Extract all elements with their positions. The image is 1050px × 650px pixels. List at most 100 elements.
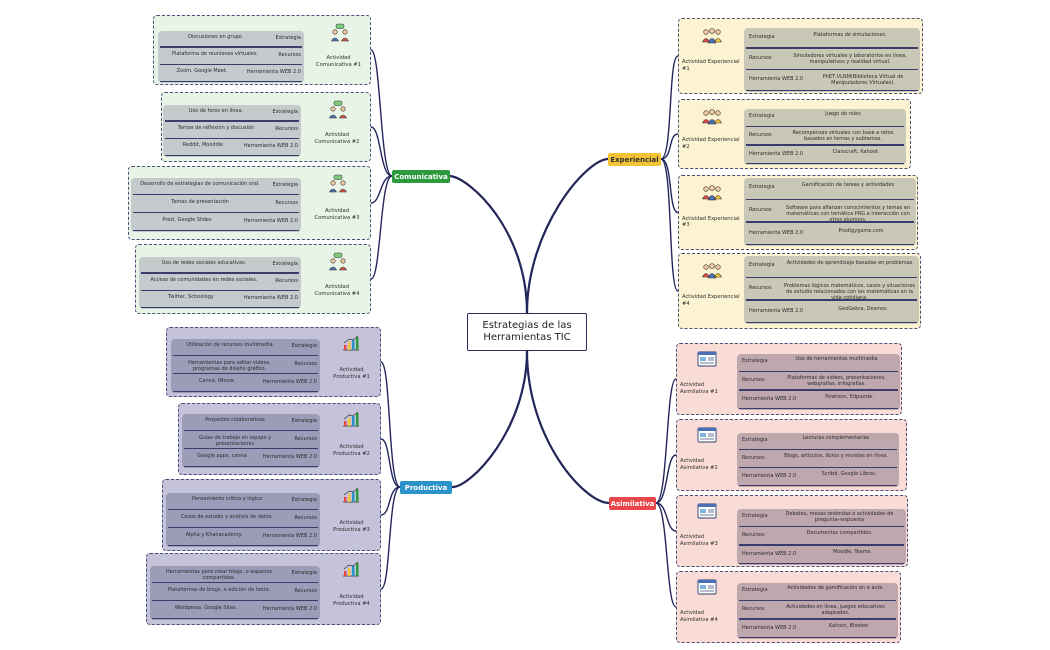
row-label-recursos: Recursos [749,285,772,291]
row-underline [739,485,897,487]
activity-details-comunicativa-1 [158,31,304,83]
link-branch-card [660,55,679,160]
row-value-estrategia: Gamificación de tareas y actividades [801,182,895,189]
row-value-estrategia: Herramientas para crear blogs, o espacio… [165,569,273,581]
row-value-recursos: Software para afianzar conocimientos y t… [785,205,911,223]
row-underline [746,221,914,223]
row-value-recursos: Blogs, artículos, libros y revistas en l… [784,453,888,459]
row-underline [746,47,918,49]
row-underline [739,449,897,451]
activity-details-experiencial-4 [744,256,919,324]
row-value-herramienta: Prodigygame.com [838,227,884,234]
team-icon [702,28,722,44]
row-underline [739,544,904,546]
activity-name: Actividad Comunicativa #3 [314,208,360,221]
row-value-herramienta: Kahoot, Blooket [828,622,869,629]
row-underline [165,120,299,122]
row-label-estrategia: Estrategia [749,262,775,269]
activity-details-productiva-4 [150,566,320,620]
row-value-recursos: Simuladores virtuales y laboratorios en … [793,53,907,65]
row-underline [739,467,897,469]
row-value-recursos: Acceso de comunidades en redes sociales. [150,277,258,283]
row-underline [739,563,904,565]
row-label-recursos: Recursos [294,515,317,521]
link-center-asimilativa [525,349,611,505]
row-value-herramienta: Wordpress, Google Sites. [174,605,238,611]
row-label-estrategia: Estrategia [291,418,317,424]
bar-chart-icon [342,411,359,427]
row-value-herramienta: Zoom, Google Meet. [176,68,228,75]
row-underline [165,155,299,157]
row-underline [746,90,918,92]
activity-name: Actividad Productiva #4 [333,594,370,607]
activity-details-asimilativa-1 [737,354,900,410]
row-value-estrategia: Pensamiento crítico y lógico [191,496,263,502]
row-label-estrategia: Estrategia [749,113,775,120]
row-label-herramienta: Herramienta WEB 2.0 [742,550,797,557]
row-value-herramienta: GeoGebra, Desmos [838,305,887,312]
row-underline [739,389,898,391]
row-label-recursos: Recursos [294,361,317,367]
row-underline [141,289,299,291]
row-underline [133,230,299,232]
row-underline [739,408,898,410]
link-branch-card [655,502,677,532]
row-value-recursos: Guías de trabajo en equipo y presentacio… [198,435,272,447]
row-value-recursos: Plataformas de blogs, o edición de texto… [167,587,271,593]
activity-name: Actividad Experiencial #3 [682,215,740,229]
row-label-recursos: Recursos [749,207,772,213]
row-value-herramienta: Moodle, Teams. [833,548,872,555]
activity-name: Actividad Experiencial #2 [682,137,740,150]
link-center-experiencial [525,157,610,315]
row-value-recursos: Herramientas para editar videos, program… [188,360,271,372]
row-value-estrategia: Uso de herramientas multimedia [795,356,878,363]
people-discussion-icon [330,23,349,42]
branch-productiva[interactable]: Productiva [400,481,452,494]
activity-details-asimilativa-3 [737,509,906,565]
activity-name: Actividad Productiva #1 [333,367,370,380]
row-underline [184,448,318,450]
link-center-comunicativa [448,174,529,315]
row-label-estrategia: Estrategia [742,437,768,443]
row-label-estrategia: Estrategia [742,358,768,365]
row-value-herramienta: Prezi, Google Slides [162,217,212,223]
row-underline [160,81,302,83]
row-underline [168,545,318,547]
web-page-icon [697,579,716,595]
bar-chart-icon [342,487,359,503]
activity-name: Actividad Experiencial #4 [682,294,740,307]
row-value-estrategia: Lecturas complementarias [802,435,870,441]
row-label-herramienta: Herramienta WEB 2.0 [262,454,317,460]
branch-experiencial[interactable]: Experiencial [608,153,661,166]
link-branch-card [655,378,677,504]
row-label-recursos: Recursos [742,606,765,612]
row-underline [739,637,896,639]
web-page-icon [697,503,716,519]
row-label-recursos: Recursos [275,126,298,132]
row-underline [184,430,318,432]
row-value-recursos: Plataforma de reuniones virtuales. [171,51,259,57]
row-value-herramienta: Powtoon, Edpuzzle. [825,393,874,400]
branch-comunicativa[interactable]: Comunicativa [392,170,450,183]
team-icon [702,109,722,125]
row-value-recursos: Temas de presentación [171,199,229,205]
people-discussion-icon [328,252,348,271]
row-underline [165,137,299,139]
row-underline [746,276,917,278]
row-underline [739,599,896,601]
row-label-estrategia: Estrategia [749,33,775,40]
row-underline [173,373,318,375]
row-value-herramienta: Classcraft, Kahoot. [832,148,880,155]
web-page-icon [697,427,716,443]
row-value-herramienta: Scribd, Google Libros. [821,471,877,477]
row-label-recursos: Recursos [742,532,765,538]
central-topic[interactable]: Estrategias de las Herramientas TIC [467,313,587,351]
row-label-estrategia: Estrategia [749,184,775,191]
row-underline [160,63,302,65]
bar-chart-icon [342,335,359,351]
link-branch-card [380,438,401,488]
row-label-estrategia: Estrategia [275,34,301,41]
row-value-recursos: Temas de reflexión y discusión [177,125,255,131]
activity-details-comunicativa-4 [139,257,301,309]
branch-asimilativa[interactable]: Asimilativa [609,497,656,510]
